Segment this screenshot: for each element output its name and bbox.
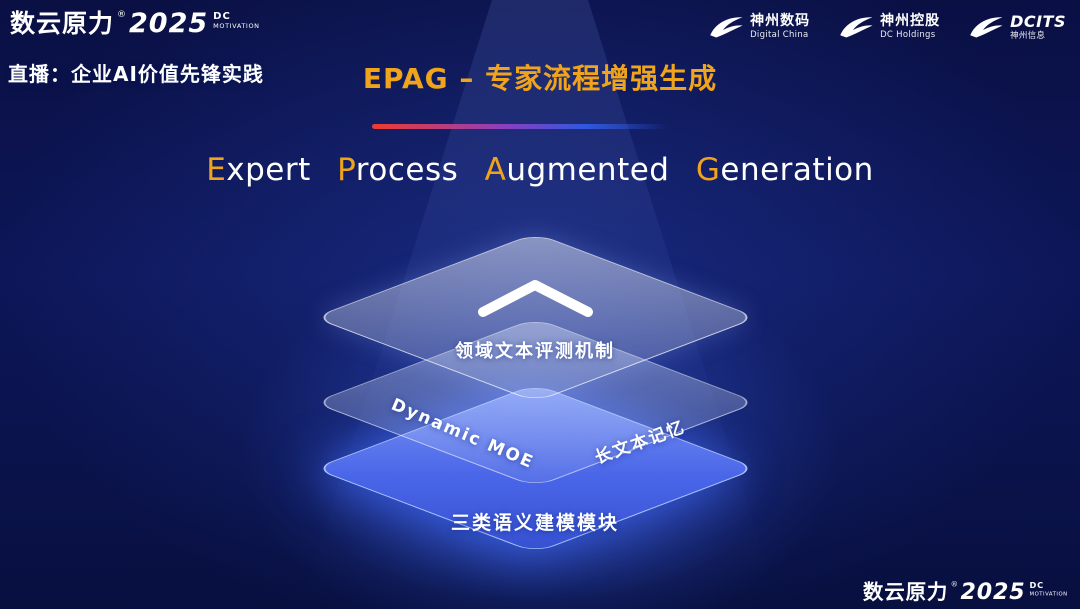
- subtitle-word-rest: eneration: [720, 152, 874, 188]
- subtitle-word-rest: ugmented: [506, 152, 670, 188]
- logo-primary-label: 神州数码: [750, 13, 811, 30]
- swoosh-logo-icon: [840, 16, 873, 38]
- logo-secondary-label: 神州信息: [1010, 31, 1046, 42]
- brand-dc-label: DC: [213, 11, 231, 22]
- logo-primary-label: DCITS: [1010, 12, 1066, 31]
- registered-mark: ®: [117, 10, 127, 20]
- subtitle-word-rest: rocess: [355, 152, 459, 188]
- live-stream-label: 直播：企业AI价值先锋实践: [8, 62, 264, 86]
- subtitle-word-cap: P: [337, 152, 356, 188]
- brand-name: 数云原力: [863, 580, 949, 604]
- subtitle-word: Process: [337, 152, 458, 188]
- subtitle-word-rest: xpert: [226, 152, 311, 188]
- stack-label-bottom: 三类语义建模模块: [450, 512, 619, 534]
- title-gradient-divider: [372, 124, 668, 129]
- brand-year: 2025: [129, 8, 209, 39]
- corporate-logo-digital-china: 神州数码 Digital China: [708, 13, 810, 40]
- logo-text: 神州控股 DC Holdings: [880, 13, 940, 40]
- logo-primary-label: 神州控股: [880, 13, 941, 30]
- brand-subtitle: DC MOTIVATION: [213, 8, 259, 29]
- brand-motivation-label: MOTIVATION: [213, 21, 260, 30]
- stack-label-top: 领域文本评测机制: [455, 341, 615, 362]
- page-title: EPAG – 专家流程增强生成: [362, 62, 718, 95]
- logo-secondary-label: Digital China: [750, 29, 809, 40]
- logo-text: 神州数码 Digital China: [750, 13, 810, 40]
- swoosh-logo-icon: [970, 16, 1003, 38]
- logo-secondary-label: DC Holdings: [880, 29, 936, 40]
- corporate-logo-dc-holdings: 神州控股 DC Holdings: [838, 13, 940, 40]
- subtitle-word-cap: E: [206, 152, 227, 188]
- logo-text: DCITS 神州信息: [1010, 12, 1066, 41]
- subtitle-word: Generation: [696, 152, 874, 188]
- brand-subtitle: DC MOTIVATION: [1030, 579, 1068, 596]
- corporate-logo-row: 神州数码 Digital China 神州控股 DC Holdings DCIT…: [708, 12, 1066, 41]
- registered-mark: ®: [951, 580, 959, 590]
- subtitle-word: Expert: [206, 152, 311, 188]
- brand-year: 2025: [960, 579, 1026, 605]
- corporate-logo-dcits: DCITS 神州信息: [968, 12, 1066, 41]
- subtitle-english: Expert Process Augmented Generation: [0, 152, 1080, 188]
- subtitle-word-cap: G: [695, 152, 721, 188]
- swoosh-logo-icon: [710, 16, 743, 38]
- subtitle-word-cap: A: [484, 152, 507, 188]
- brand-logo-bottom-right: 数云原力 ® 2025 DC MOTIVATION: [863, 579, 1068, 603]
- chevron-up-icon: [478, 280, 593, 317]
- brand-dc-label: DC: [1029, 581, 1045, 591]
- brand-logo-top-left: 数云原力 ® 2025 DC MOTIVATION: [10, 8, 260, 37]
- brand-name: 数云原力: [10, 9, 115, 38]
- subtitle-word: Augmented: [485, 152, 670, 188]
- brand-motivation-label: MOTIVATION: [1029, 590, 1068, 597]
